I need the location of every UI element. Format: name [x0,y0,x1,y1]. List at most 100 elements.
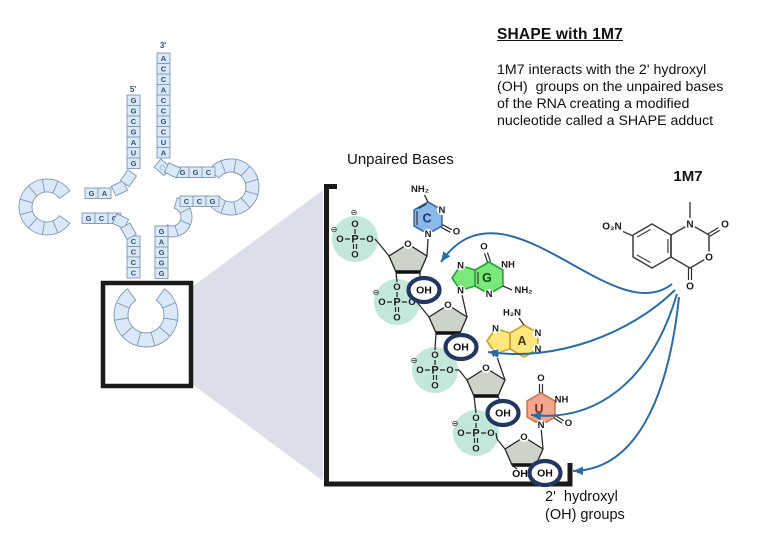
trna-nucleotide-cell: G [154,267,169,279]
minus-charge: ⊖ [331,225,338,234]
trna-cell-letter: C [197,197,203,206]
ring-oxygen-label: O [520,432,527,443]
trna-nucleotide-cell: A [97,187,112,199]
nucleotide-chain: POOOO⊖⊖OPOOOO⊖OPOOOO⊖OPOOOO⊖OCNNNH₂OGONH… [331,184,572,488]
trna-cell-letter: A [159,238,165,247]
atom-label: N [486,289,493,300]
trna-cell-letter: G [159,227,165,236]
hydroxyl-oh-label: OH [453,342,469,354]
trna-nucleotide-cell: A [126,136,141,148]
trna-nucleotide-cell: G [156,115,171,127]
oxygen-label: O [472,413,479,424]
trna-nucleotide-cell: U [126,147,141,159]
oxygen-label: O [366,234,373,245]
oxygen-label: O [351,219,358,230]
phosphorus-label: P [393,297,400,309]
info-body-line: nucleotide called a SHAPE adduct [497,113,714,129]
atom-label: N [457,286,464,297]
trna-nucleotide-cell: C [156,63,171,75]
reaction-arrow [572,296,680,472]
trna-cell-letter: G [180,168,186,177]
minus-charge: ⊖ [351,208,358,217]
oxygen-label: O [378,297,385,308]
hydroxyl-label-line: (OH) groups [545,507,625,523]
trna-cell-letter: U [131,149,136,158]
trna-nucleotide-cell: C [126,115,141,127]
trna-cell-letter: A [161,86,167,95]
oxygen-label: O [431,350,438,361]
trna-nucleotide-cell: C [156,126,171,138]
trna-cell-letter: C [131,269,137,278]
base-adenine: AH₂NNNNN [486,308,543,381]
reagent-1m7-label: 1M7 [673,168,703,185]
ribose-sugar: O [388,239,428,274]
trna-cell-letter: G [159,259,165,268]
trna-structure: GGCGAUGACCACCGCUAGAGCCGGCCCGCCCCGAGGGC5'… [18,41,260,348]
anticodon-loop [113,288,179,348]
trna-nucleotide-cell: U [156,136,171,148]
info-body-line: 1M7 interacts with the 2' hydroxyl [497,62,707,78]
trna-nucleotide-cell: G [81,212,96,224]
trna-nucleotide-cell: G [126,105,141,117]
trna-cell-letter: C [99,214,105,223]
trna-cell-letter: A [131,138,137,147]
trna-cell-letter: G [131,96,137,105]
trna-nucleotide-cell [110,180,129,197]
ring-oxygen-label: O [482,363,489,374]
oxygen-label: O [487,428,494,439]
atom-label: N [686,219,693,230]
trna-nucleotide-cell [119,169,138,188]
atom-label: NH₂ [515,285,533,296]
hydroxyl-oh-label: OH [537,468,553,480]
trna-nucleotide-cell: G [154,225,169,237]
trna-cell-letter: C [184,197,190,206]
trna-nucleotide-cell: C [126,246,141,258]
trna-cell-letter: C [161,96,167,105]
trna-cell-letter: G [159,248,165,257]
trna-cell-letter: A [161,149,167,158]
atom-label: NH [555,395,569,406]
five-prime-label: 5' [130,85,136,94]
trna-nucleotide-cell: G [126,157,141,169]
trna-cell-letter: A [161,54,167,63]
trna-cell-letter: G [131,107,137,116]
trna-nucleotide-cell: C [126,267,141,279]
trna-nucleotide-cell: C [156,105,171,117]
trna-cell-letter: C [131,248,137,257]
trna-nucleotide-cell: A [156,84,171,96]
trna-cell-letter: C [131,237,137,246]
atom-label: O [537,373,544,384]
zoom-beam-shape [192,190,323,481]
trna-cell-letter: C [131,117,137,126]
phosphorus-label: P [472,428,479,440]
trna-nucleotide-cell: C [94,212,109,224]
ribose-sugar: O [466,363,506,398]
trna-cell-letter: G [193,168,199,177]
oxygen-label: O [393,313,400,324]
atom-label: O [721,220,729,231]
hydroxyl-3prime-label: OH [512,468,528,480]
info-title: SHAPE with 1M7 [497,26,623,43]
trna-cell-letter: C [161,65,167,74]
info-panel: SHAPE with 1M7 1M7 interacts with the 2'… [497,26,784,130]
hydroxyl-oh-label: OH [416,285,432,297]
ribose-sugar: O [504,432,544,467]
info-body: 1M7 interacts with the 2' hydroxyl (OH) … [497,62,784,130]
atom-label: N [534,328,541,339]
atom-label: N [534,344,541,355]
oxygen-label: O [446,365,453,376]
trna-nucleotide-cell: A [154,236,169,248]
phosphorus-label: P [431,365,438,377]
minus-charge: ⊖ [373,288,380,297]
trna-cell-letter: C [161,75,167,84]
atom-label: O [453,227,460,238]
base-letter: G [482,271,492,285]
trna-nucleotide-cell: A [156,147,171,159]
ribose-sugar: O [428,300,468,335]
reaction-arrow [487,289,676,356]
trna-cell-letter: G [86,214,92,223]
